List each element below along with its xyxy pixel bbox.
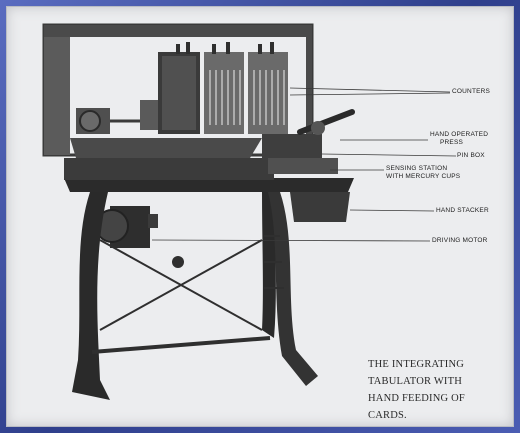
counter-unit-middle	[204, 52, 244, 134]
table-top	[64, 178, 354, 192]
label-sensing-station: SENSING STATION WITH MERCURY CUPS	[386, 165, 461, 180]
label-counters: COUNTERS	[452, 88, 491, 95]
photo-caption: THE INTEGRATING TABULATOR WITH HAND FEED…	[368, 359, 465, 421]
card-tray	[70, 138, 262, 158]
left-leg	[72, 192, 110, 400]
press-handle	[297, 109, 355, 135]
label-driving-motor: DRIVING MOTOR	[432, 237, 488, 244]
cabinet-top-rail	[44, 25, 312, 37]
leader-lines	[151, 87, 457, 242]
cabinet-left-panel	[44, 25, 70, 155]
right-front-leg	[262, 192, 276, 338]
pin-box	[262, 134, 322, 160]
hand-stacker	[290, 192, 350, 222]
label-pin-box: PIN BOX	[457, 152, 485, 159]
label-hand-stacker: HAND STACKER	[436, 207, 489, 214]
sensing-station	[268, 158, 338, 174]
label-hand-operated-press: HAND OPERATED PRESS	[430, 131, 489, 146]
counter-unit-right	[248, 52, 288, 134]
cabinet-right-post	[306, 30, 312, 155]
